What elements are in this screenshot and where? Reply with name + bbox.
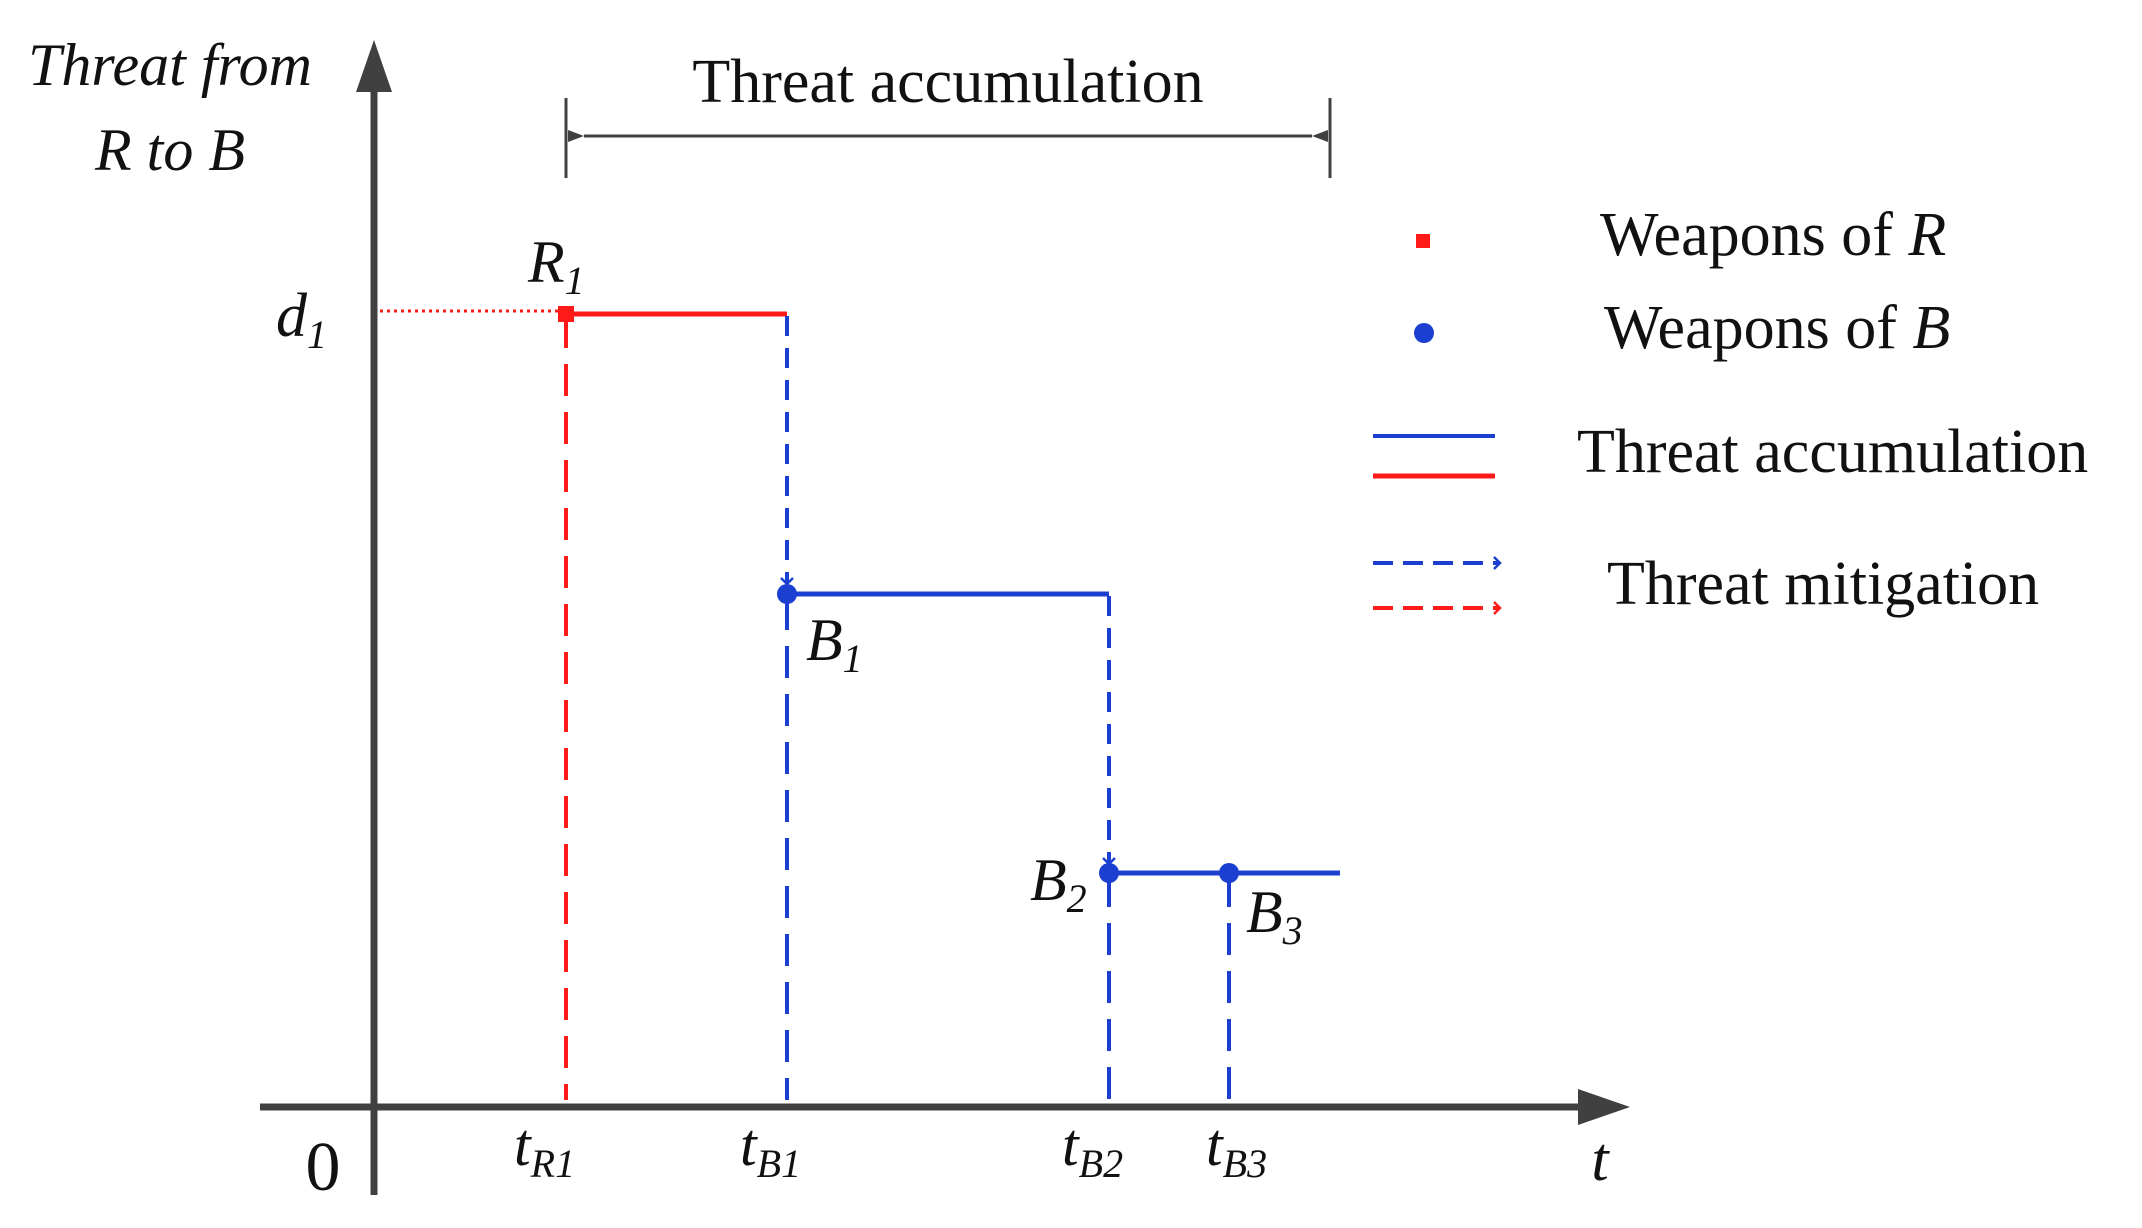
- drop-lines: [564, 316, 1231, 1100]
- d1-label: d1: [276, 282, 327, 357]
- legend-weapons-r-marker: [1416, 234, 1430, 248]
- tick-tB1-label: tB1: [740, 1112, 801, 1186]
- points: [558, 306, 1239, 883]
- mitigation-arrows: [780, 316, 1116, 866]
- point-B2-marker: [1099, 863, 1119, 883]
- legend-weapons-r-label: Weapons of R: [1600, 201, 1946, 269]
- point-R1-label: R1: [527, 229, 585, 303]
- point-B2-label: B2: [1030, 847, 1087, 921]
- origin-label: 0: [306, 1129, 341, 1206]
- legend-accumulation-label: Threat accumulation: [1577, 418, 2088, 486]
- legend-weapons-b-marker: [1414, 323, 1434, 343]
- x-axis-label: t: [1591, 1126, 1610, 1194]
- y-axis-label-line1: Threat from: [28, 32, 312, 98]
- point-B1-label: B1: [806, 607, 863, 681]
- legend-mitigation-label: Threat mitigation: [1607, 550, 2039, 618]
- accumulation-steps: [566, 311, 1340, 876]
- axes: [260, 40, 1630, 1195]
- top-annotation-label: Threat accumulation: [692, 48, 1203, 116]
- legend: Weapons of R Weapons of B Threat accumul…: [1373, 201, 2088, 618]
- top-annotation: Threat accumulation: [564, 48, 1332, 178]
- point-R1-marker: [558, 306, 574, 322]
- y-axis-label-line2: R to B: [94, 117, 245, 183]
- x-axis-arrowhead: [1578, 1089, 1630, 1125]
- point-B3-marker: [1219, 863, 1239, 883]
- legend-weapons-b-label: Weapons of B: [1604, 294, 1950, 362]
- tick-tB3-label: tB3: [1206, 1112, 1267, 1186]
- y-axis-arrowhead: [356, 40, 392, 92]
- point-B3-label: B3: [1246, 879, 1303, 953]
- point-B1-marker: [777, 584, 797, 604]
- tick-tR1-label: tR1: [514, 1112, 575, 1186]
- tick-tB2-label: tB2: [1062, 1112, 1123, 1186]
